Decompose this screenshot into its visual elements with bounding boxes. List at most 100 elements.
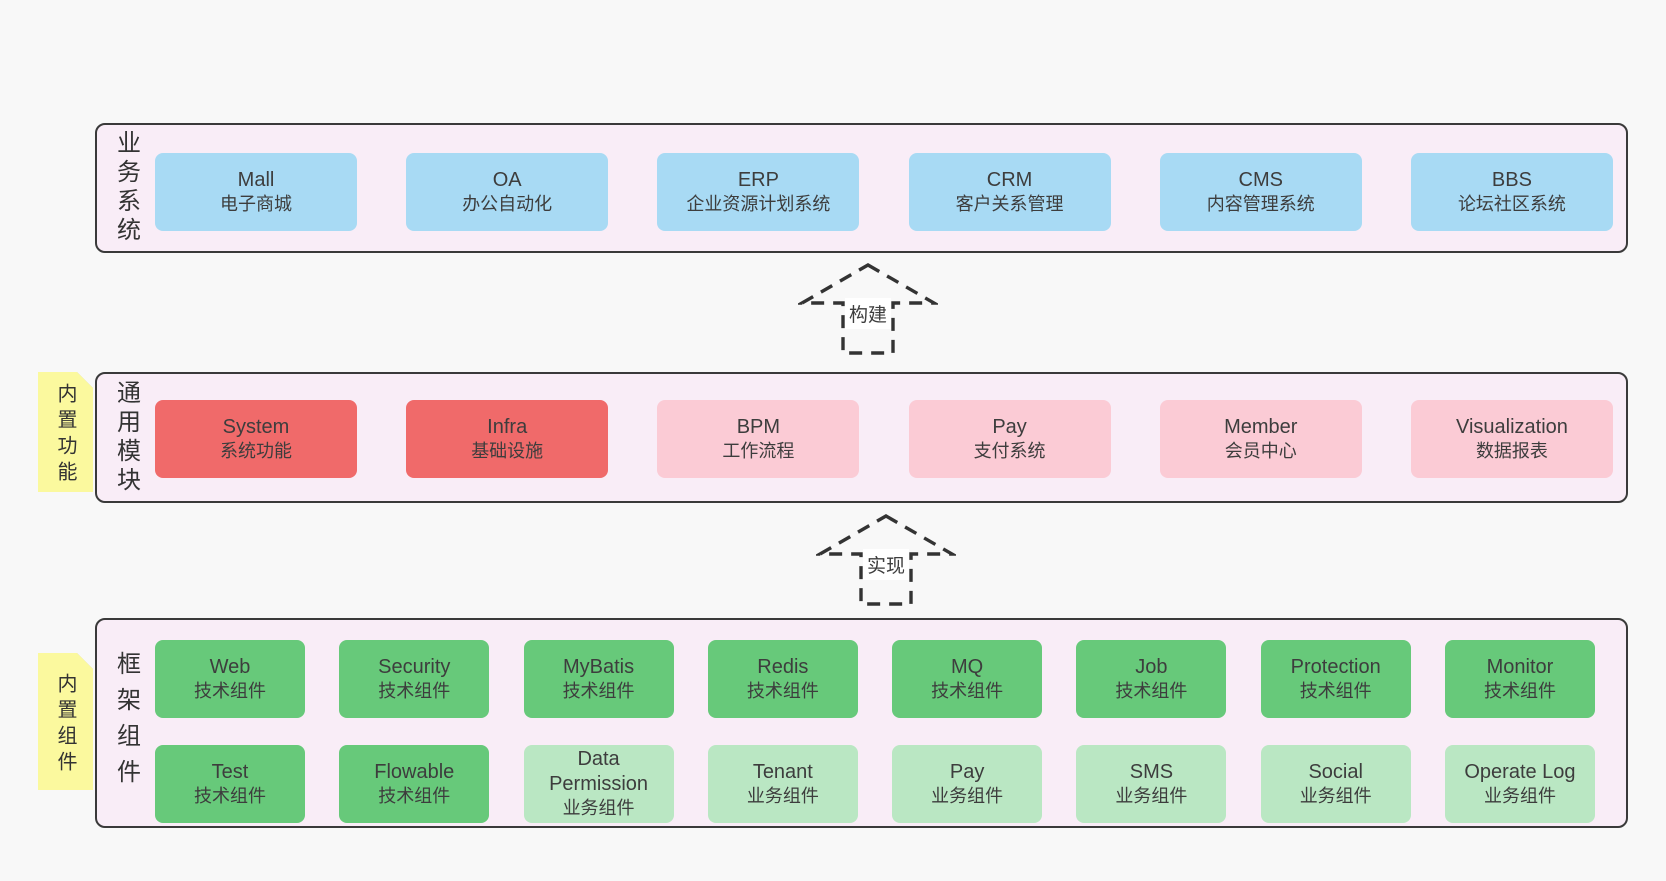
box-mall: Mall 电子商城 [155,153,357,231]
box-bbs: BBS 论坛社区系统 [1410,153,1613,231]
sticky-note-label: 内置组件 [54,672,76,777]
box-title: Web [209,655,251,678]
box-monitor: Monitor 技术组件 [1444,640,1595,718]
box-subtitle: 基础设施 [471,440,544,461]
box-data-permission: Data Permission 业务组件 [523,745,674,823]
panel-business-systems: 业务系统 Mall 电子商城 OA 办公自动化 ERP 企业资源计划系统 CRM… [95,123,1628,253]
panel-modules-label: 通用模块 [112,379,140,496]
box-bpm: BPM 工作流程 [657,400,860,478]
box-title: Visualization [1455,415,1568,438]
box-subtitle: 技术组件 [931,680,1004,701]
sticky-note-built-in-components: 内置组件 [38,653,93,790]
box-mq: MQ 技术组件 [892,640,1043,718]
panel-components-label-column: 框架组件 [97,620,155,826]
box-subtitle: 技术组件 [378,680,451,701]
box-title: Infra [487,415,528,438]
box-title: Pay [949,760,985,783]
box-mybatis: MyBatis 技术组件 [523,640,674,718]
box-subtitle: 技术组件 [194,785,266,806]
box-infra: Infra 基础设施 [406,400,609,478]
box-protection: Protection 技术组件 [1260,640,1411,718]
box-title: Flowable [374,760,455,783]
modules-box-row: System 系统功能 Infra 基础设施 BPM 工作流程 Pay 支付系统… [155,400,1613,478]
panel-common-modules: 通用模块 System 系统功能 Infra 基础设施 BPM 工作流程 Pay… [95,372,1628,503]
business-box-row: Mall 电子商城 OA 办公自动化 ERP 企业资源计划系统 CRM 客户关系… [155,153,1613,231]
box-pay: Pay 支付系统 [908,400,1111,478]
box-social: Social 业务组件 [1260,745,1411,823]
box-title: Pay [992,415,1027,438]
box-cms: CMS 内容管理系统 [1159,153,1362,231]
box-visualization: Visualization 数据报表 [1410,400,1613,478]
box-subtitle: 业务组件 [1483,785,1556,806]
box-tenant: Tenant 业务组件 [707,745,858,823]
box-web: Web 技术组件 [155,640,305,718]
box-subtitle: 技术组件 [1115,680,1188,701]
box-title: SMS [1129,760,1174,783]
box-job: Job 技术组件 [1076,640,1227,718]
components-box-row-1: Web 技术组件 Security 技术组件 MyBatis 技术组件 Redi… [155,640,1595,718]
box-title: Operate Log [1464,760,1576,783]
box-subtitle: 业务组件 [1115,785,1188,806]
box-subtitle: 业务组件 [746,785,819,806]
build-arrow-label: 构建 [844,298,892,329]
box-subtitle: 客户关系管理 [955,193,1064,214]
sticky-note-label: 内置功能 [54,383,76,487]
box-pay-component: Pay 业务组件 [892,745,1043,823]
box-title: Security [378,655,451,678]
box-subtitle: 业务组件 [1299,785,1372,806]
box-title: Test [211,760,249,783]
box-title: Social [1308,760,1363,783]
box-sms: SMS 业务组件 [1076,745,1227,823]
panel-business-label-column: 业务系统 [97,125,155,251]
box-operate-log: Operate Log 业务组件 [1444,745,1595,823]
box-title: Tenant [752,760,813,783]
implement-arrow-label: 实现 [862,549,910,580]
box-title: Mall [237,168,275,191]
box-title: BBS [1491,168,1532,191]
box-redis: Redis 技术组件 [707,640,858,718]
box-title: Protection [1290,655,1381,678]
box-test: Test 技术组件 [155,745,305,823]
box-subtitle: 技术组件 [1299,680,1372,701]
box-subtitle: 技术组件 [562,680,635,701]
panel-modules-label-column: 通用模块 [97,374,155,501]
box-subtitle: 电子商城 [220,193,292,214]
box-title: Member [1224,415,1298,438]
box-system: System 系统功能 [155,400,357,478]
box-subtitle: 论坛社区系统 [1457,193,1566,214]
box-subtitle: 技术组件 [194,680,266,701]
box-title: MQ [951,655,984,678]
box-title: Job [1135,655,1168,678]
box-subtitle: 系统功能 [220,440,292,461]
box-subtitle: 数据报表 [1475,440,1548,461]
box-subtitle: 内容管理系统 [1206,193,1315,214]
box-subtitle: 业务组件 [562,798,635,819]
box-subtitle: 技术组件 [1483,680,1556,701]
box-title: MyBatis [563,655,635,678]
box-flowable: Flowable 技术组件 [339,745,490,823]
box-subtitle: 工作流程 [722,440,795,461]
panel-framework-components: 框架组件 Web 技术组件 Security 技术组件 MyBatis 技术组件… [95,618,1628,828]
box-title: BPM [736,415,781,438]
box-title: CMS [1238,168,1283,191]
box-title: Data Permission [549,748,649,796]
box-title: OA [492,168,522,191]
box-subtitle: 技术组件 [746,680,819,701]
build-arrow-up-icon: 构建 [798,261,938,357]
box-title: CRM [986,168,1033,191]
implement-arrow-up-icon: 实现 [816,512,956,608]
box-security: Security 技术组件 [339,640,490,718]
box-subtitle: 办公自动化 [462,193,553,214]
panel-business-label: 业务系统 [112,130,140,246]
components-box-row-2: Test 技术组件 Flowable 技术组件 Data Permission … [155,745,1595,823]
box-subtitle: 会员中心 [1224,440,1297,461]
box-title: System [222,415,290,438]
sticky-note-built-in-features: 内置功能 [38,372,93,492]
box-title: Redis [757,655,809,678]
box-title: Monitor [1486,655,1554,678]
box-member: Member 会员中心 [1159,400,1362,478]
box-erp: ERP 企业资源计划系统 [657,153,860,231]
panel-components-label: 框架组件 [112,651,140,795]
box-subtitle: 支付系统 [973,440,1046,461]
